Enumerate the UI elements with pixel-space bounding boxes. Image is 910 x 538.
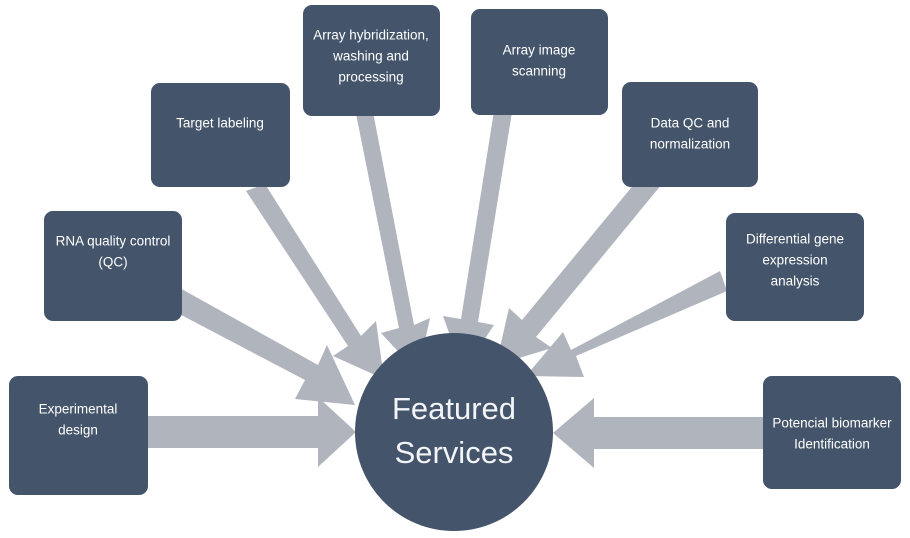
node-label-line1: Target labeling: [176, 116, 264, 131]
arrow-experimental-design-to-hub: [148, 397, 356, 467]
featured-services-hub[interactable]: Featured Services: [355, 333, 553, 531]
node-label-line1: Array image: [503, 43, 576, 58]
node-array-hybridization-washing-processing[interactable]: Array hybridization, washing and process…: [303, 5, 440, 116]
node-data-qc-and-normalization[interactable]: Data QC and normalization: [622, 82, 758, 187]
node-box: [9, 376, 148, 495]
hub-circle: [355, 333, 553, 531]
node-potencial-biomarker-identification[interactable]: Potencial biomarker Identification: [763, 376, 901, 489]
node-label-line1: Array hybridization,: [313, 28, 429, 43]
node-box: [44, 211, 182, 321]
node-label-line2: scanning: [512, 64, 566, 79]
arrow-array-image-scanning-to-hub: [443, 111, 512, 372]
node-box: [471, 9, 608, 115]
arrow-array-hybridization-to-hub: [356, 112, 430, 373]
node-box: [622, 82, 758, 187]
node-box: [763, 376, 901, 489]
node-label-line1: RNA quality control: [56, 234, 171, 249]
arrow-potencial-biomarker-to-hub: [553, 398, 763, 468]
node-label-line2: expression: [762, 253, 827, 268]
node-box: [303, 5, 440, 116]
node-label-line2: design: [58, 423, 98, 438]
arrow-rna-quality-control-to-hub: [166, 287, 355, 405]
node-label-line2: Identification: [794, 437, 870, 452]
node-rna-quality-control[interactable]: RNA quality control (QC): [44, 211, 182, 321]
arrow-target-labeling-to-hub: [246, 184, 384, 379]
node-experimental-design[interactable]: Experimental design: [9, 376, 148, 495]
node-label-line3: processing: [338, 70, 403, 85]
arrow-differential-gene-expression-to-hub: [526, 271, 727, 377]
node-box: [151, 83, 290, 187]
node-label-line3: analysis: [771, 274, 820, 289]
node-label-line2: washing and: [332, 49, 409, 64]
arrow-data-qc-to-hub: [496, 171, 662, 365]
node-label-line1: Experimental: [39, 402, 118, 417]
node-box: [726, 213, 864, 321]
hub-label-line2: Services: [395, 435, 514, 470]
node-differential-gene-expression-analysis[interactable]: Differential gene expression analysis: [726, 213, 864, 321]
node-label-line1: Potencial biomarker: [772, 416, 892, 431]
node-label-line2: normalization: [650, 137, 730, 152]
hub-label-line1: Featured: [392, 391, 516, 426]
node-target-labeling[interactable]: Target labeling: [151, 83, 290, 187]
node-label-line1: Data QC and: [651, 116, 730, 131]
node-label-line1: Differential gene: [746, 232, 844, 247]
node-label-line2: (QC): [98, 255, 127, 270]
node-array-image-scanning[interactable]: Array image scanning: [471, 9, 608, 115]
